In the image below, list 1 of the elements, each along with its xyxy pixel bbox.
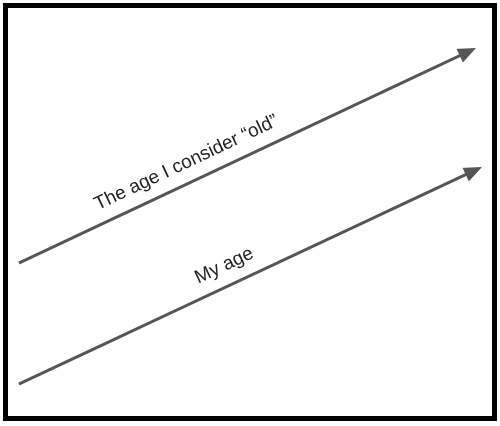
- arrow-label: My age: [192, 244, 257, 288]
